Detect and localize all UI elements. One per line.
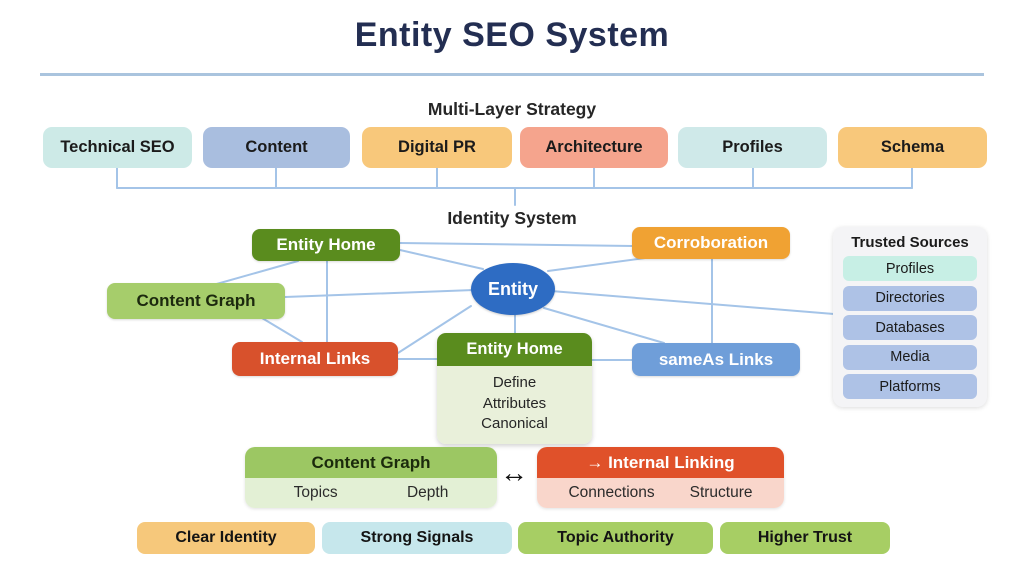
trusted-sources-panel: Trusted Sources Profiles Directories Dat…: [833, 227, 987, 407]
outcome-higher-trust: Higher Trust: [720, 522, 890, 554]
content-graph-card-title: Content Graph: [245, 447, 497, 478]
entity-home-card-title: Entity Home: [437, 333, 592, 366]
content-graph-card: Content Graph Topics Depth: [245, 447, 497, 508]
trusted-source-directories: Directories: [843, 285, 977, 311]
content-graph-card-body: Topics Depth: [245, 478, 497, 508]
strategy-item-schema: Schema: [838, 127, 987, 168]
strategy-item-content: Content: [203, 127, 350, 168]
node-content-graph: Content Graph: [107, 283, 285, 319]
outcome-clear-identity: Clear Identity: [137, 522, 315, 554]
node-corroboration: Corroboration: [632, 227, 790, 259]
multi-layer-strategy-label: Multi-Layer Strategy: [427, 99, 597, 119]
internal-linking-structure: Structure: [689, 484, 753, 501]
node-entity: Entity: [471, 263, 555, 315]
entity-home-card-item-canonical: Canonical: [481, 415, 548, 432]
strategy-item-architecture: Architecture: [520, 127, 668, 168]
trusted-source-platforms: Platforms: [843, 374, 977, 399]
title-divider: [40, 73, 984, 76]
content-graph-depth: Depth: [406, 484, 449, 501]
bidirectional-arrow-icon: ↔: [500, 457, 528, 488]
outcome-strong-signals: Strong Signals: [322, 522, 512, 554]
internal-linking-card-body: Connections Structure: [537, 478, 784, 508]
trusted-source-media: Media: [843, 344, 977, 370]
strategy-item-digital-pr: Digital PR: [362, 127, 512, 168]
trusted-source-databases: Databases: [843, 315, 977, 340]
node-internal-links: Internal Links: [232, 342, 398, 376]
page-title: Entity SEO System: [354, 16, 670, 54]
internal-linking-card: → Internal Linking Connections Structure: [537, 447, 784, 508]
outcome-topic-authority: Topic Authority: [518, 522, 713, 554]
internal-linking-connections: Connections: [568, 484, 655, 501]
entity-home-card-item-define: Define: [492, 374, 537, 391]
identity-system-label: Identity System: [447, 208, 577, 228]
entity-home-card: Entity Home Define Attributes Canonical: [437, 333, 592, 444]
content-graph-topics: Topics: [293, 484, 338, 501]
trusted-source-profiles: Profiles: [843, 256, 977, 281]
trusted-sources-title: Trusted Sources: [851, 234, 969, 251]
entity-home-card-item-attributes: Attributes: [482, 394, 547, 412]
node-sameas-links: sameAs Links: [632, 343, 800, 376]
strategy-item-technical-seo: Technical SEO: [43, 127, 192, 168]
internal-linking-card-title: → Internal Linking: [537, 447, 784, 478]
strategy-item-profiles: Profiles: [678, 127, 827, 168]
node-entity-home: Entity Home: [252, 229, 400, 261]
entity-home-card-body: Define Attributes Canonical: [437, 366, 592, 444]
